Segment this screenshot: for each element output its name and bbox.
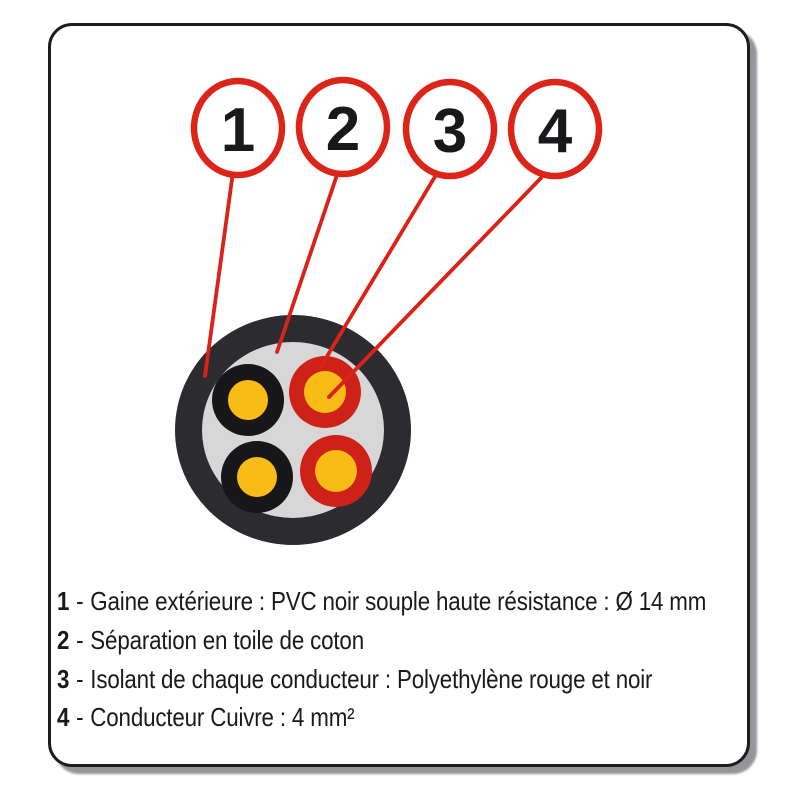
conductor-bottom-right-copper [315, 450, 357, 492]
conductor-top-left-copper [228, 380, 268, 420]
legend-item-2: 2-Séparation en toile de coton [57, 621, 706, 660]
callout-lines [203, 170, 543, 399]
legend: 1-Gaine extérieure : PVC noir souple hau… [57, 582, 800, 737]
legend-item-number: 3 [57, 663, 70, 694]
legend-item-separator: - [76, 702, 84, 733]
callout-line-3 [318, 173, 438, 370]
legend-item-1: 1-Gaine extérieure : PVC noir souple hau… [57, 582, 706, 621]
callout-circle-2 [295, 76, 391, 178]
legend-item-4: 4-Conducteur Cuivre : 4 mm² [57, 698, 706, 737]
conductor-top-right-copper [304, 371, 346, 413]
callout-circle-3 [402, 78, 498, 180]
legend-item-separator: - [76, 624, 84, 655]
legend-item-number: 2 [57, 624, 70, 655]
legend-item-3: 3-Isolant de chaque conducteur : Polyeth… [57, 660, 706, 699]
callout-line-4 [327, 176, 543, 399]
callout-circles: 1 2 3 4 [190, 76, 603, 180]
callout-circle-1 [190, 77, 286, 179]
callout-line-1 [203, 170, 235, 378]
callout-number-2: 2 [326, 95, 360, 164]
callout-number-4: 4 [538, 97, 573, 166]
callout-number-1: 1 [221, 96, 255, 165]
callout-number-3: 3 [433, 97, 467, 166]
legend-item-text: Isolant de chaque conducteur : Polyethyl… [90, 663, 653, 694]
legend-item-separator: - [76, 663, 84, 694]
callout-line-2 [275, 170, 340, 354]
callout-circle-4 [507, 78, 603, 180]
legend-item-text: Conducteur Cuivre : 4 mm² [90, 702, 355, 733]
legend-item-number: 1 [57, 586, 70, 616]
legend-item-separator: - [76, 586, 84, 616]
legend-item-text: Gaine extérieure : PVC noir souple haute… [90, 586, 707, 616]
conductor-bottom-left-copper [237, 457, 277, 497]
legend-item-number: 4 [57, 702, 70, 733]
legend-item-text: Séparation en toile de coton [90, 624, 364, 655]
